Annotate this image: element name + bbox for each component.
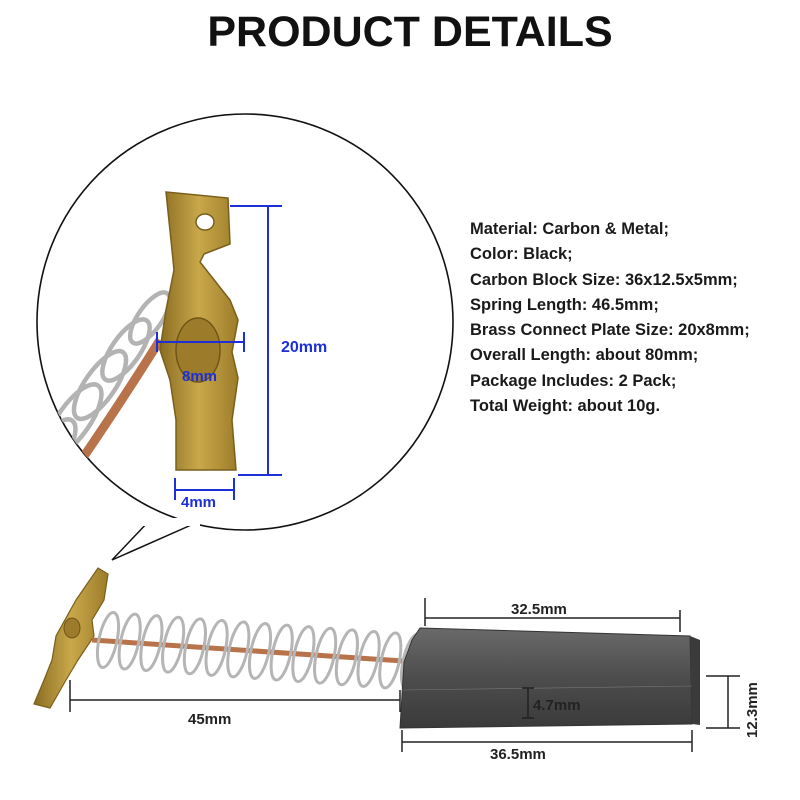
spring-coil (161, 615, 186, 674)
dim-block-top-label: 32.5mm (511, 601, 567, 618)
dim-plate-width (156, 332, 245, 352)
carbon-brush-assembly (33, 567, 700, 729)
dim-block-thickness-label: 4.7mm (533, 697, 581, 714)
spec-overall-length: Overall Length: about 80mm; (470, 346, 699, 365)
spec-spring-length: Spring Length: 46.5mm; (470, 295, 659, 314)
spring-coil (313, 626, 338, 685)
dim-plate-width-label: 8mm (182, 368, 217, 385)
dim-block-bottom-label: 36.5mm (490, 746, 546, 763)
spec-carbon-block-size: Carbon Block Size: 36x12.5x5mm; (470, 270, 738, 289)
spring-coil (182, 617, 207, 676)
dim-block-height-label: 12.3mm (744, 682, 761, 738)
spring-coil (291, 625, 316, 684)
spring-coil (378, 631, 403, 690)
callout-pointer (111, 519, 199, 561)
zoom-callout: 20mm 8mm 4mm (36, 113, 454, 561)
spring-coil (269, 623, 294, 682)
spring-coil (95, 611, 121, 669)
copper-shunt-wire (91, 637, 419, 665)
spec-plate-size: Brass Connect Plate Size: 20x8mm; (470, 321, 750, 340)
spring-coil (204, 618, 229, 677)
assembly-dimensions (69, 598, 740, 752)
zoom-circle (36, 113, 454, 531)
spring-coil (117, 612, 142, 671)
spec-package: Package Includes: 2 Pack; (470, 371, 677, 390)
dim-tab-width (174, 478, 235, 500)
page-title: PRODUCT DETAILS (207, 8, 613, 56)
dim-plate-height-label: 20mm (281, 339, 327, 356)
spec-color: Color: Black; (470, 245, 573, 264)
dim-spring-label: 45mm (188, 711, 231, 728)
dim-plate-height (230, 205, 282, 476)
dim-tab-width-label: 4mm (181, 494, 216, 511)
zoomed-brass-plate (159, 191, 239, 471)
spring-coil (139, 614, 164, 673)
spring-coil (247, 622, 273, 680)
plate-hole (195, 213, 215, 231)
spec-weight: Total Weight: about 10g. (470, 397, 661, 416)
spring-coil (334, 628, 359, 687)
spec-material: Material: Carbon & Metal; (470, 220, 669, 238)
spring-coil (226, 620, 251, 679)
spec-list: Material: Carbon & Metal; Color: Black; … (470, 217, 750, 419)
spring-coil (356, 629, 381, 688)
